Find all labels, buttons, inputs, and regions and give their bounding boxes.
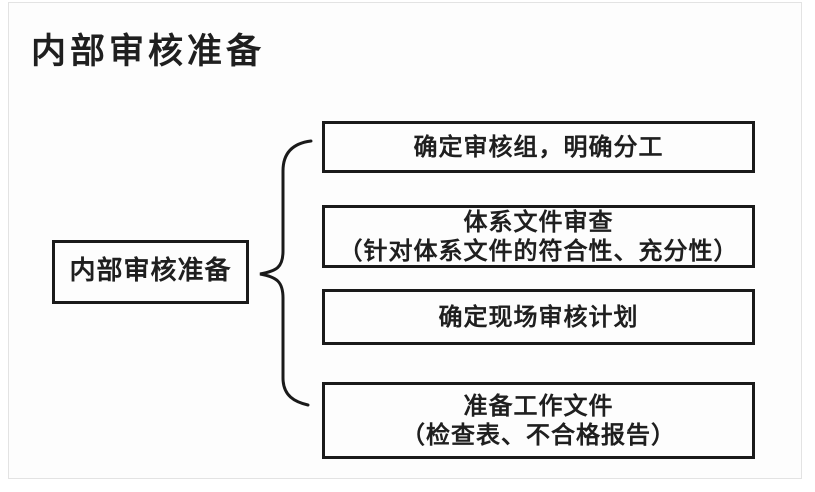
branch-node-document-review: 体系文件审查 （针对体系文件的符合性、充分性）: [322, 205, 755, 268]
branch-node-label-line2: （针对体系文件的符合性、充分性）: [338, 235, 739, 265]
branch-node-label-line1: 准备工作文件: [463, 391, 614, 421]
curly-brace: [259, 139, 313, 407]
branch-node-audit-team: 确定审核组，明确分工: [322, 121, 755, 173]
root-node-label: 内部审核准备: [69, 256, 232, 287]
branch-node-label-line1: 体系文件审查: [463, 207, 614, 237]
root-node-internal-audit-preparation: 内部审核准备: [52, 240, 249, 304]
branch-node-label-line2: （检查表、不合格报告）: [401, 419, 676, 449]
branch-node-label: 确定审核组，明确分工: [413, 131, 664, 161]
page-title: 内部审核准备: [31, 31, 266, 72]
branch-node-label: 确定现场审核计划: [438, 301, 639, 331]
branch-node-onsite-audit-plan: 确定现场审核计划: [322, 289, 755, 345]
branch-node-working-documents: 准备工作文件 （检查表、不合格报告）: [322, 382, 755, 459]
